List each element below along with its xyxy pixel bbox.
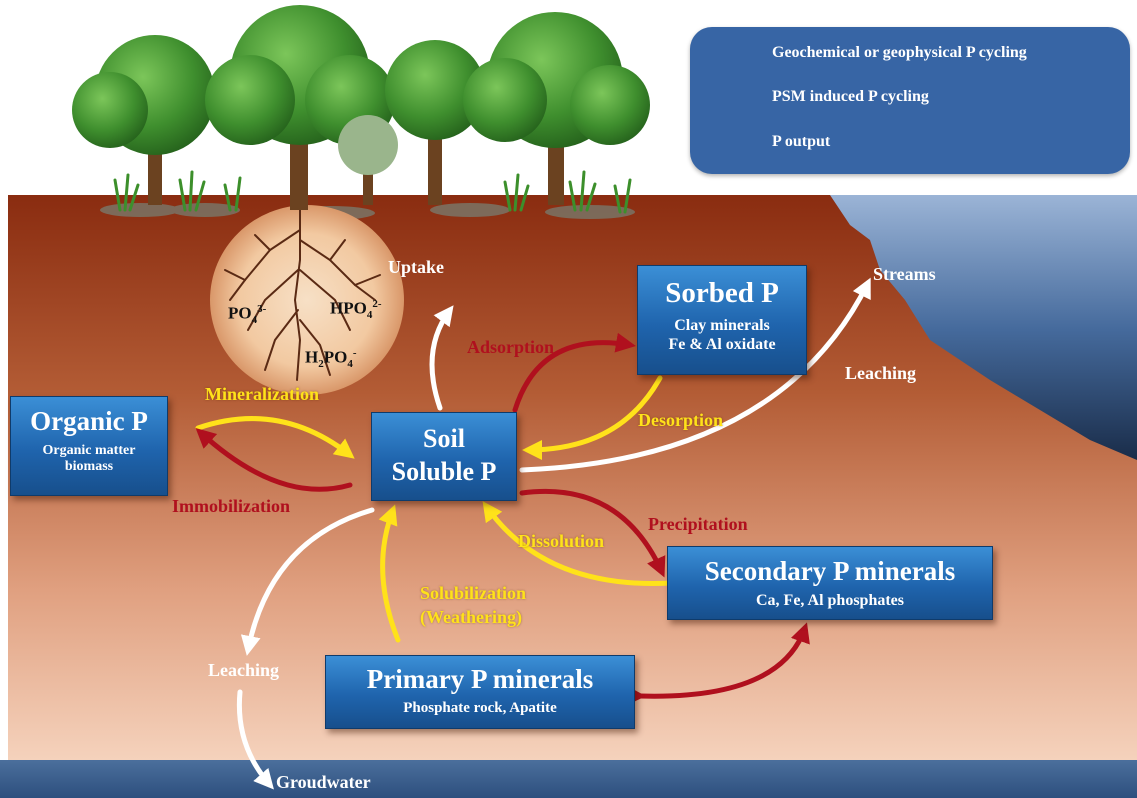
immobilization-arrow (195, 427, 353, 492)
root-zone (210, 205, 404, 395)
primary-secondary-arrow (625, 622, 810, 706)
streams-leaching-arrow (519, 277, 871, 473)
ion-h2po4: H2PO4- (305, 347, 357, 371)
label-weathering: (Weathering) (420, 607, 522, 627)
label-groundwater: Groudwater (276, 772, 371, 792)
legend: Geochemical or geophysical P cycling PSM… (690, 27, 1130, 174)
uptake-arrow (429, 305, 454, 411)
dissolution-arrow (482, 501, 675, 587)
label-uptake: Uptake (388, 257, 445, 277)
process-arrows (195, 277, 871, 790)
label-desorption: Desorption (638, 410, 723, 430)
down-leaching-arrow (240, 507, 375, 656)
label-solubilization: Solubilization (420, 583, 527, 603)
organic-p-title: Organic P (30, 406, 148, 436)
label-precipitation: Precipitation (648, 514, 748, 534)
primary-p-title: Primary P minerals (366, 664, 594, 694)
groundwater-strip (0, 760, 1137, 798)
soil-soluble-p-box: Soil Soluble P (371, 412, 517, 501)
soluble-p-title: Soluble P (391, 456, 497, 486)
legend-label: P output (772, 133, 831, 150)
desorption-arrow (522, 375, 663, 460)
roots (224, 204, 381, 381)
organic-p-sub1: Organic matter (42, 442, 136, 458)
legend-label: PSM induced P cycling (772, 88, 929, 105)
sorbed-p-box: Sorbed P Clay minerals Fe & Al oxidate (637, 265, 807, 375)
ion-hpo4: HPO42- (330, 298, 382, 322)
precipitation-arrow (519, 488, 666, 578)
sorbed-p-sub2: Fe & Al oxidate (668, 336, 776, 354)
sorbed-p-sub1: Clay minerals (674, 316, 770, 334)
label-dissolution: Dissolution (518, 531, 605, 551)
label-mineralization: Mineralization (205, 384, 319, 404)
ion-po4: PO43- (228, 303, 267, 327)
label-streams: Streams (873, 264, 936, 284)
legend-label: Geochemical or geophysical P cycling (772, 44, 1027, 61)
label-immobilization: Immobilization (172, 496, 291, 516)
soil-title: Soil (423, 424, 465, 453)
trees (72, 5, 650, 210)
label-adsorption: Adsorption (467, 337, 555, 357)
primary-p-minerals-box: Primary P minerals Phosphate rock, Apati… (325, 655, 635, 729)
organic-p-sub2: biomass (64, 459, 114, 475)
solubilization-arrow (378, 504, 401, 643)
sorbed-p-title: Sorbed P (665, 277, 779, 309)
mineralization-arrow (195, 416, 355, 459)
organic-p-box: Organic P Organic matter biomass (10, 396, 168, 496)
primary-p-sub1: Phosphate rock, Apatite (403, 699, 557, 716)
label-leaching-left: Leaching (208, 660, 280, 680)
secondary-p-title: Secondary P minerals (704, 556, 956, 586)
secondary-p-sub1: Ca, Fe, Al phosphates (755, 591, 905, 609)
label-leaching-right: Leaching (845, 363, 917, 383)
grass (113, 170, 632, 214)
secondary-p-minerals-box: Secondary P minerals Ca, Fe, Al phosphat… (667, 546, 993, 620)
groundwater-arrow (236, 689, 274, 790)
adsorption-arrow (512, 332, 636, 413)
